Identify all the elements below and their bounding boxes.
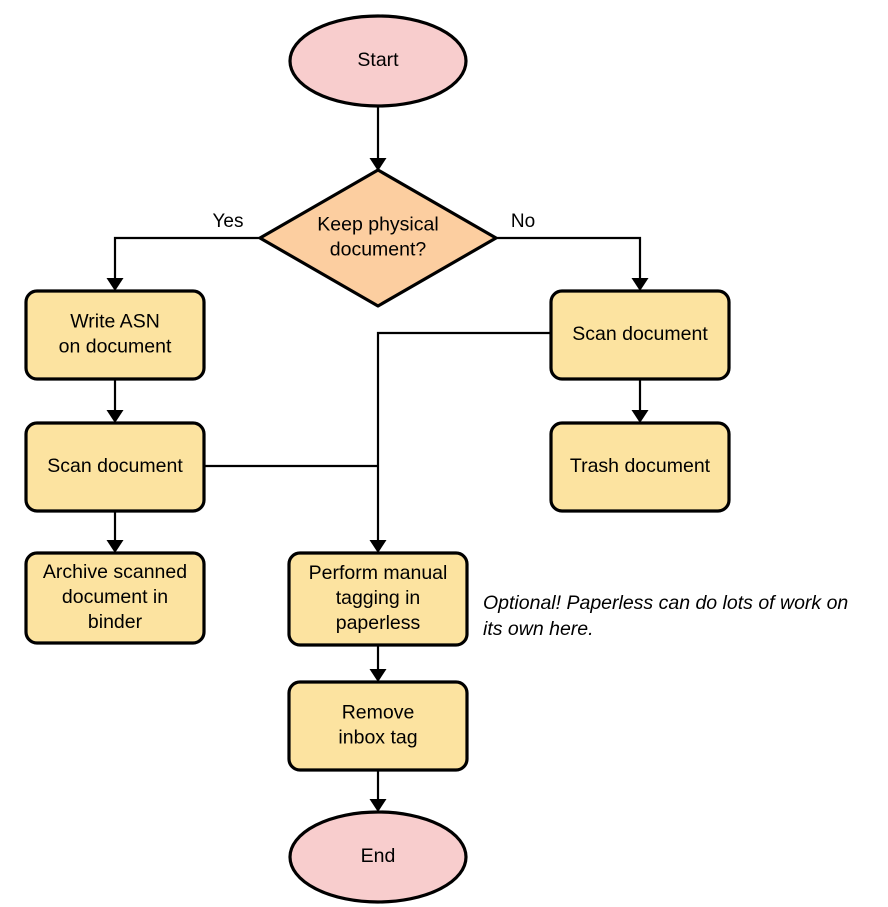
- end-node-shape[interactable]: [288, 810, 468, 904]
- process-scan-document-left[interactable]: Scan document: [24, 421, 206, 513]
- end-node-label-line-1: End: [361, 845, 396, 867]
- decision-keep-physical-document-label-line-1: Keep physical: [317, 214, 438, 236]
- process-scan-document-left-shape[interactable]: [24, 421, 206, 513]
- edge-decision-no-to-scan-right-arrowhead: [631, 278, 649, 291]
- decision-keep-physical-document-shape[interactable]: [258, 168, 498, 308]
- process-trash-document-shape[interactable]: [549, 421, 731, 513]
- edge-decision-yes-to-write-asn-label: Yes: [213, 211, 244, 232]
- process-write-asn-on-document-shape[interactable]: [24, 289, 206, 381]
- annotations-layer: Optional! Paperless can do lots of work …: [483, 592, 848, 640]
- edge-scan-left-to-archive-arrowhead: [106, 540, 124, 553]
- edge-decision-no-to-scan-right: No: [496, 211, 649, 291]
- process-perform-manual-tagging-in-paperless-shape[interactable]: [287, 551, 469, 647]
- edge-write-asn-to-scan-left-arrowhead: [106, 410, 124, 423]
- edge-start-to-decision: [369, 106, 387, 171]
- process-archive-scanned-document-in-binder[interactable]: Archive scanned document in binder: [24, 551, 206, 645]
- process-archive-scanned-document-in-binder-label-line-2: document in: [62, 586, 168, 608]
- start-node-label-line-1: Start: [357, 49, 399, 71]
- edge-remove-inbox-to-end: [369, 770, 387, 812]
- process-perform-manual-tagging-in-paperless-label-line-3: paperless: [336, 612, 421, 634]
- edge-tagging-to-remove-inbox-arrowhead: [369, 669, 387, 682]
- edge-remove-inbox-to-end-arrowhead: [369, 799, 387, 812]
- end-node[interactable]: End: [288, 810, 468, 904]
- annotation-optional-paperless-line-2: its own here.: [483, 618, 594, 640]
- process-remove-inbox-tag-shape[interactable]: [287, 680, 469, 772]
- decision-keep-physical-document[interactable]: Keep physical document?: [258, 168, 498, 308]
- process-trash-document[interactable]: Trash document: [549, 421, 731, 513]
- process-scan-document-right-label-line-1: Scan document: [572, 323, 708, 345]
- edge-scan-right-to-tagging-arrowhead: [369, 540, 387, 553]
- process-trash-document-label-line-1: Trash document: [570, 455, 711, 477]
- annotation-optional-paperless: Optional! Paperless can do lots of work …: [483, 592, 848, 640]
- edge-scan-right-to-trash-arrowhead: [631, 410, 649, 423]
- edge-tagging-to-remove-inbox: [369, 645, 387, 682]
- decision-keep-physical-document-label-line-2: document?: [330, 239, 427, 261]
- process-write-asn-on-document[interactable]: Write ASN on document: [24, 289, 206, 381]
- process-archive-scanned-document-in-binder-label-line-1: Archive scanned: [43, 561, 187, 583]
- process-perform-manual-tagging-in-paperless-label-line-2: tagging in: [336, 587, 421, 609]
- annotation-optional-paperless-line-1: Optional! Paperless can do lots of work …: [483, 592, 848, 614]
- process-remove-inbox-tag-label-line-2: inbox tag: [338, 727, 417, 749]
- process-scan-document-right[interactable]: Scan document: [549, 289, 731, 381]
- process-write-asn-on-document-label-line-1: Write ASN: [70, 311, 160, 333]
- process-write-asn-on-document-label-line-2: on document: [59, 336, 172, 358]
- edge-scan-right-to-tagging: [369, 331, 551, 553]
- edges-layer: Yes No: [106, 106, 649, 812]
- process-archive-scanned-document-in-binder-label-line-3: binder: [88, 611, 143, 633]
- edge-start-to-decision-arrowhead: [369, 158, 387, 171]
- edge-decision-no-to-scan-right-label: No: [511, 211, 535, 232]
- start-node[interactable]: Start: [288, 14, 468, 108]
- process-perform-manual-tagging-in-paperless-label-line-1: Perform manual: [309, 562, 448, 584]
- edge-scan-right-to-trash: [631, 379, 649, 423]
- edge-scan-left-to-archive: [106, 511, 124, 553]
- edge-decision-yes-to-write-asn: Yes: [106, 211, 260, 291]
- edge-decision-yes-to-write-asn-line: [113, 236, 260, 284]
- start-node-shape[interactable]: [288, 14, 468, 108]
- process-remove-inbox-tag-label-line-1: Remove: [342, 702, 415, 724]
- process-archive-scanned-document-in-binder-shape[interactable]: [24, 551, 206, 645]
- process-scan-document-left-label-line-1: Scan document: [47, 455, 183, 477]
- edge-write-asn-to-scan-left: [106, 379, 124, 423]
- process-perform-manual-tagging-in-paperless[interactable]: Perform manual tagging in paperless: [287, 551, 469, 647]
- process-scan-document-right-shape[interactable]: [549, 289, 731, 381]
- edge-scan-right-to-tagging-line: [376, 331, 551, 546]
- edge-decision-no-to-scan-right-line: [496, 236, 642, 284]
- process-remove-inbox-tag[interactable]: Remove inbox tag: [287, 680, 469, 772]
- edge-decision-yes-to-write-asn-arrowhead: [106, 278, 124, 291]
